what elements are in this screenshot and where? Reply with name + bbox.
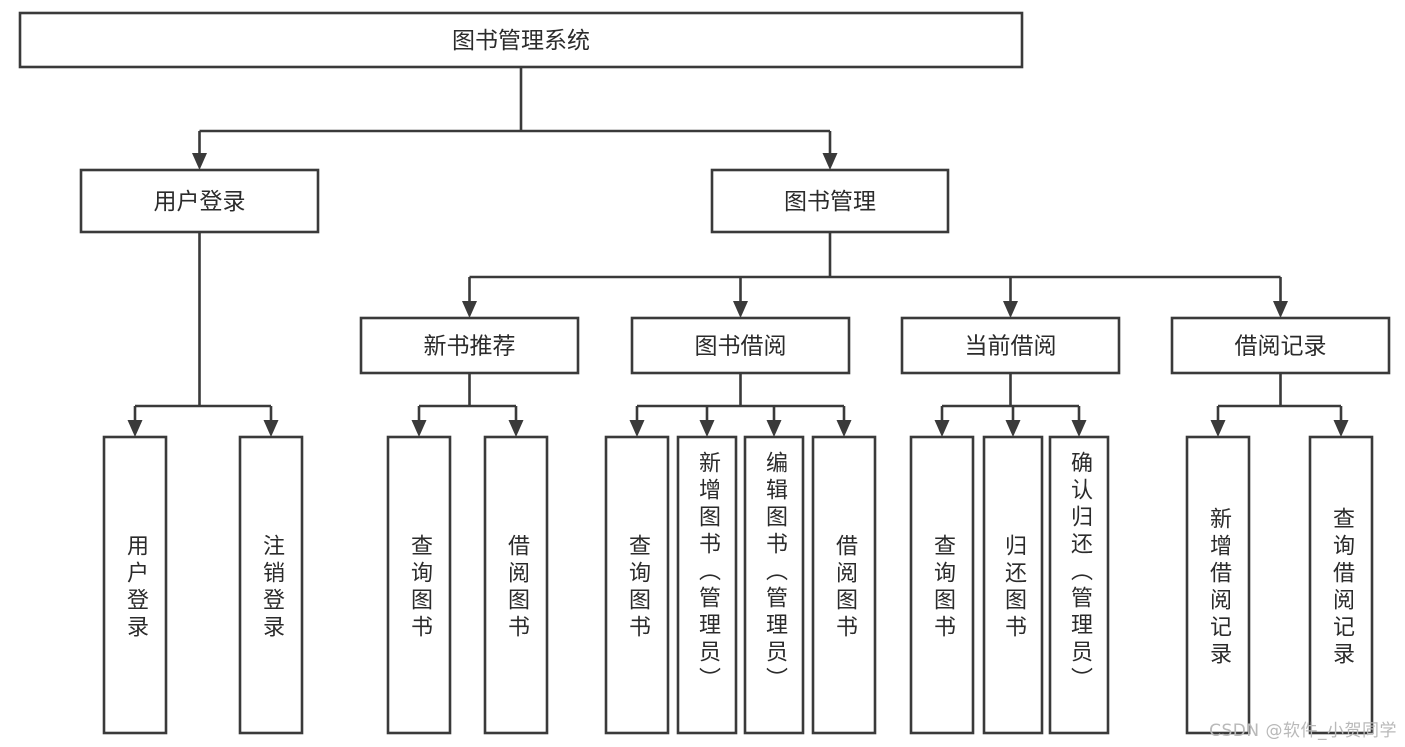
arrow-to-level3-0	[462, 301, 477, 318]
arrow-to-level3-1	[733, 301, 748, 318]
leaf-box-8[interactable]	[909, 435, 975, 735]
arrow-to-leaf-5	[699, 420, 715, 437]
arrow-to-leaf-12	[1333, 420, 1349, 437]
leaf-box-2[interactable]	[386, 435, 452, 735]
node-label-root: 图书管理系统	[452, 28, 590, 54]
arrow-to-leaf-9	[1005, 420, 1021, 437]
node-label-level3-3: 借阅记录	[1235, 334, 1327, 360]
node-box-level3-0[interactable]	[359, 316, 580, 375]
node-label-level3-0: 新书推荐	[424, 334, 516, 360]
node-box-root[interactable]	[18, 11, 1024, 69]
boxes-layer	[18, 11, 1391, 735]
leaf-box-6[interactable]	[743, 435, 805, 735]
leaf-box-0[interactable]	[102, 435, 168, 735]
leaf-box-12[interactable]	[1308, 435, 1374, 735]
leaf-box-11[interactable]	[1185, 435, 1251, 735]
arrow-to-level3-3	[1273, 301, 1288, 318]
arrow-to-leaf-3	[508, 420, 524, 437]
node-label-level3-2: 当前借阅	[965, 334, 1057, 360]
arrow-to-leaf-7	[836, 420, 852, 437]
leaf-box-4[interactable]	[604, 435, 670, 735]
leaf-box-3[interactable]	[483, 435, 549, 735]
watermark-text: CSDN @软件_小贺同学	[1209, 721, 1397, 741]
arrow-to-leaf-2	[411, 420, 427, 437]
leaf-box-9[interactable]	[982, 435, 1044, 735]
leaf-box-1[interactable]	[238, 435, 304, 735]
arrow-to-level3-2	[1003, 301, 1018, 318]
node-box-level3-3[interactable]	[1170, 316, 1391, 375]
node-box-level3-2[interactable]	[900, 316, 1121, 375]
arrow-to-leaf-0	[127, 420, 143, 437]
leaf-box-5[interactable]	[676, 435, 738, 735]
node-label-level2-1: 图书管理	[784, 189, 876, 215]
node-box-level2-0[interactable]	[79, 168, 320, 234]
arrow-to-leaf-11	[1210, 420, 1226, 437]
arrow-to-leaf-8	[934, 420, 950, 437]
edges-layer	[127, 67, 1349, 437]
node-box-level2-1[interactable]	[710, 168, 950, 234]
arrow-to-leaf-1	[263, 420, 279, 437]
node-box-level3-1[interactable]	[630, 316, 851, 375]
leaf-box-10[interactable]	[1048, 435, 1110, 735]
arrow-to-leaf-4	[629, 420, 645, 437]
node-label-level2-0: 用户登录	[154, 189, 246, 215]
leaf-box-7[interactable]	[811, 435, 877, 735]
arrow-to-leaf-6	[766, 420, 782, 437]
arrow-to-user-login	[192, 153, 207, 170]
arrow-to-leaf-10	[1071, 420, 1087, 437]
node-label-level3-1: 图书借阅	[695, 334, 787, 360]
arrow-to-book-mgmt	[822, 153, 838, 170]
